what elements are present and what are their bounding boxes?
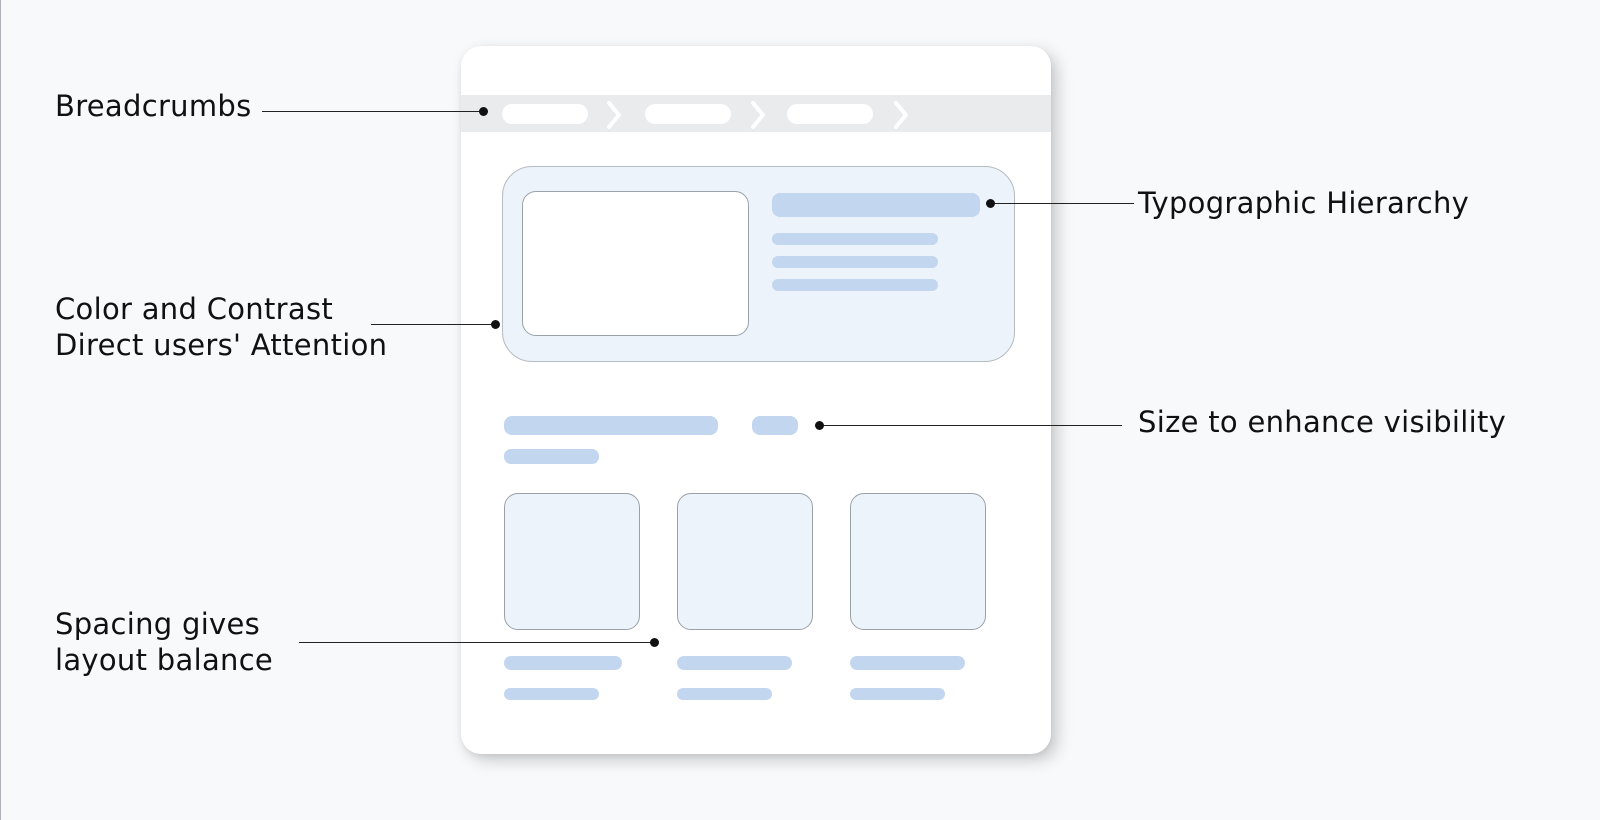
chevron-right-icon (894, 101, 908, 129)
card-caption-line (850, 688, 945, 700)
section-tag-placeholder (752, 416, 798, 435)
card-caption-line (850, 656, 965, 670)
leader-dot-typographic-hierarchy (986, 199, 995, 208)
card-caption-line (504, 688, 599, 700)
leader-dot-size (815, 421, 824, 430)
chevron-right-icon (751, 101, 765, 129)
leader-line-size (820, 425, 1122, 426)
hero-heading-placeholder (772, 193, 980, 217)
section-subtitle-placeholder (504, 449, 599, 464)
annotation-color-contrast: Color and Contrast Direct users' Attenti… (55, 291, 387, 363)
annotation-typographic-hierarchy: Typographic Hierarchy (1138, 185, 1469, 221)
hero-text-line (772, 279, 938, 291)
hero-image-placeholder (522, 191, 749, 336)
leader-line-color-contrast (371, 324, 496, 325)
leader-line-breadcrumbs (262, 111, 483, 112)
annotation-size-visibility: Size to enhance visibility (1138, 404, 1506, 440)
annotation-spacing-balance-line-1: Spacing gives (55, 607, 261, 641)
annotation-breadcrumbs: Breadcrumbs (55, 88, 252, 124)
card-caption-line (677, 656, 792, 670)
leader-line-typographic-hierarchy (990, 203, 1134, 204)
card-caption-line (677, 688, 772, 700)
annotation-breadcrumbs-line-1: Breadcrumbs (55, 89, 252, 123)
leader-line-spacing (299, 642, 654, 643)
chevron-right-icon (607, 101, 621, 129)
grid-card-3 (850, 493, 986, 630)
left-edge-line (0, 0, 1, 820)
grid-card-1 (504, 493, 640, 630)
wireframe-page (461, 46, 1051, 754)
hero-text-line (772, 256, 938, 268)
annotation-typographic-hierarchy-line-1: Typographic Hierarchy (1138, 186, 1470, 220)
annotation-spacing-balance: Spacing gives layout balance (55, 606, 273, 678)
annotation-size-visibility-line-1: Size to enhance visibility (1138, 405, 1507, 439)
annotation-color-contrast-line-2: Direct users' Attention (55, 328, 388, 362)
leader-dot-color-contrast (491, 320, 500, 329)
card-caption-line (504, 656, 622, 670)
breadcrumb-item-3 (787, 104, 873, 124)
grid-card-2 (677, 493, 813, 630)
annotation-spacing-balance-line-2: layout balance (55, 643, 274, 677)
leader-dot-breadcrumbs (479, 107, 488, 116)
leader-dot-spacing (650, 638, 659, 647)
annotation-color-contrast-line-1: Color and Contrast (55, 292, 334, 326)
section-title-placeholder (504, 416, 718, 435)
breadcrumb-item-2 (645, 104, 731, 124)
hero-text-line (772, 233, 938, 245)
breadcrumb-item-1 (502, 104, 588, 124)
